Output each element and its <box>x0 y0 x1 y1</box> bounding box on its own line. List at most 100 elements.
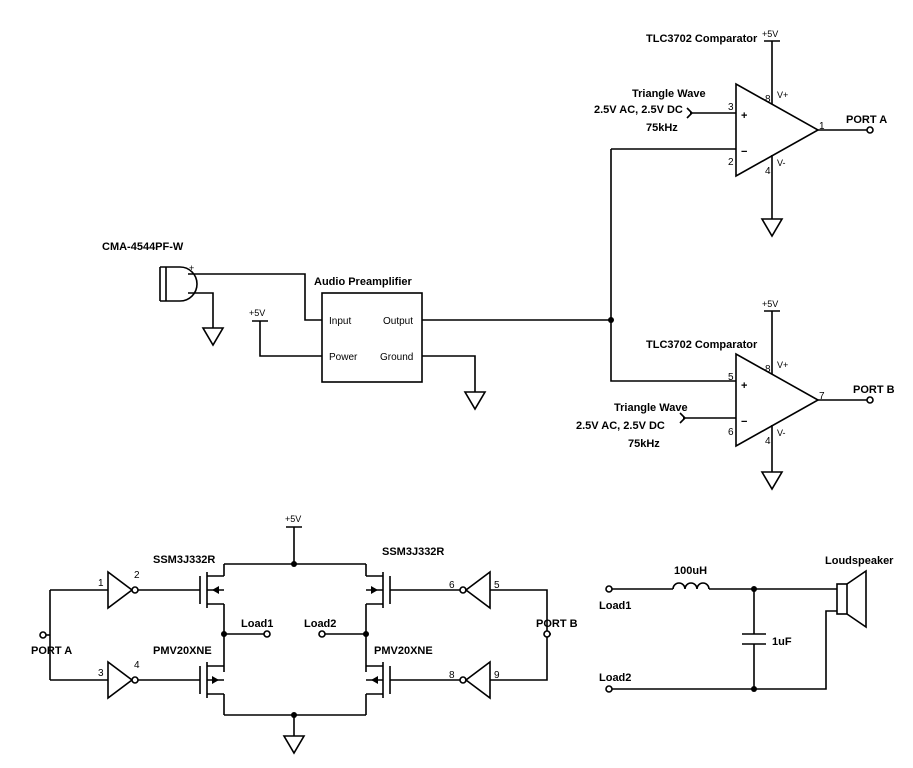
ground-symbol-mic <box>201 327 225 347</box>
comp-b-vn-label: V- <box>777 428 786 438</box>
comp-a-triangle <box>735 82 820 178</box>
comp-b-pin-out: 7 <box>819 391 825 402</box>
comp-b-pin-minus: 6 <box>728 427 734 438</box>
preamp-title: Audio Preamplifier <box>314 276 413 288</box>
filter-load2-label: Load2 <box>599 672 631 684</box>
comp-a-vn-label: V- <box>777 158 786 168</box>
bridge-port-a-label: PORT A <box>31 645 72 657</box>
port-a-terminal <box>866 126 874 134</box>
inv-pin-5: 5 <box>494 580 500 591</box>
inv-pin-2: 2 <box>134 570 140 581</box>
comp-a-plus-sign: + <box>741 110 747 122</box>
filter-top-wire <box>612 582 837 592</box>
inductor-label: 100uH <box>674 565 707 577</box>
bridge-supply-rail <box>224 526 366 567</box>
comp-a-port-label: PORT A <box>846 114 887 126</box>
port-b-terminal <box>866 396 874 404</box>
bridge-port-b-terminal <box>543 630 551 638</box>
filter-load1-label: Load1 <box>599 600 631 612</box>
bridge-supply-label: +5V <box>285 514 301 524</box>
filter-load1-terminal <box>605 585 613 593</box>
pmos-left-transistor <box>199 564 225 672</box>
right-gate-wires <box>390 589 460 681</box>
comp-a-signal-line3: 75kHz <box>646 122 678 134</box>
comp-a-supply-wire <box>764 40 780 106</box>
inv-pin-8: 8 <box>449 670 455 681</box>
preamp-input-label: Input <box>329 316 351 327</box>
capacitor-label: 1uF <box>772 636 792 648</box>
comp-b-minus-sign: − <box>741 416 747 428</box>
mic-plus-label: + <box>189 263 194 273</box>
inv-pin-4: 4 <box>134 660 140 671</box>
comp-b-pin-vp: 8 <box>765 364 771 375</box>
comp-b-part-label: TLC3702 Comparator <box>646 339 758 351</box>
comp-a-pin-vp: 8 <box>765 94 771 105</box>
preamp-ground-label: Ground <box>380 352 413 363</box>
mic-wires <box>188 273 322 328</box>
comp-b-pin-vn: 4 <box>765 436 771 447</box>
supply-label-preamp: +5V <box>249 308 265 318</box>
preamp-power-wire <box>252 320 322 357</box>
preamp-power-label: Power <box>329 352 358 363</box>
comp-b-signal-line1: Triangle Wave <box>614 402 688 414</box>
pmos-right-transistor <box>365 564 391 672</box>
nmos-left-label: PMV20XNE <box>153 645 212 657</box>
comp-b-ground-wire <box>760 425 784 491</box>
mic-part-label: CMA-4544PF-W <box>102 241 184 253</box>
capacitor-symbol <box>742 589 766 689</box>
comp-b-triangle <box>735 352 820 448</box>
filter-load2-terminal <box>605 685 613 693</box>
comp-b-port-label: PORT B <box>853 384 895 396</box>
microphone-symbol <box>159 266 198 302</box>
nmos-right-label: PMV20XNE <box>374 645 433 657</box>
preamp-output-label: Output <box>383 316 413 327</box>
loudspeaker-icon <box>836 569 867 629</box>
comp-b-signal-line2: 2.5V AC, 2.5V DC <box>576 420 665 432</box>
pmos-left-label: SSM3J332R <box>153 554 215 566</box>
comp-a-triangle-input <box>686 107 736 119</box>
speaker-label: Loudspeaker <box>825 555 894 567</box>
filter-bottom-wire <box>612 610 837 692</box>
bridge-ground-rail <box>224 712 366 755</box>
comp-a-part-label: TLC3702 Comparator <box>646 33 758 45</box>
comp-a-pin-plus: 3 <box>728 102 734 113</box>
comp-a-pin-vn: 4 <box>765 166 771 177</box>
bridge-port-a-terminal <box>39 631 47 639</box>
preamp-ground-wire <box>422 355 487 411</box>
comp-b-vp-label: V+ <box>777 360 788 370</box>
bridge-port-b-wires <box>490 589 551 681</box>
comp-a-pin-out: 1 <box>819 121 825 132</box>
inverter-top-left <box>107 570 139 610</box>
inv-pin-3: 3 <box>98 668 104 679</box>
inverter-top-right <box>459 570 491 610</box>
comp-b-signal-line3: 75kHz <box>628 438 660 450</box>
inv-pin-9: 9 <box>494 670 500 681</box>
bridge-port-b-label: PORT B <box>536 618 578 630</box>
comp-b-supply-wire <box>764 310 780 376</box>
bridge-load1-label: Load1 <box>241 618 273 630</box>
nmos-right-transistor <box>365 662 391 715</box>
preamp-output-net <box>422 148 736 382</box>
inv-pin-6: 6 <box>449 580 455 591</box>
comp-b-plus-sign: + <box>741 380 747 392</box>
nmos-left-transistor <box>199 662 225 715</box>
comp-a-signal-line1: Triangle Wave <box>632 88 706 100</box>
bridge-port-a-wires <box>49 589 108 681</box>
comp-a-pin-minus: 2 <box>728 157 734 168</box>
comp-a-vp-label: V+ <box>777 90 788 100</box>
comp-b-supply-label: +5V <box>762 299 778 309</box>
comp-b-pin-plus: 5 <box>728 372 734 383</box>
preamp-box <box>321 292 423 383</box>
comp-a-supply-label: +5V <box>762 29 778 39</box>
inv-pin-1: 1 <box>98 578 104 589</box>
comp-b-triangle-input <box>679 412 736 424</box>
inverter-bottom-right <box>459 660 491 700</box>
load1-node <box>221 630 271 638</box>
left-gate-wires <box>138 589 200 681</box>
comp-a-minus-sign: − <box>741 146 747 158</box>
comp-a-ground-wire <box>760 155 784 238</box>
comp-a-signal-line2: 2.5V AC, 2.5V DC <box>594 104 683 116</box>
pmos-right-label: SSM3J332R <box>382 546 444 558</box>
bridge-load2-label: Load2 <box>304 618 336 630</box>
